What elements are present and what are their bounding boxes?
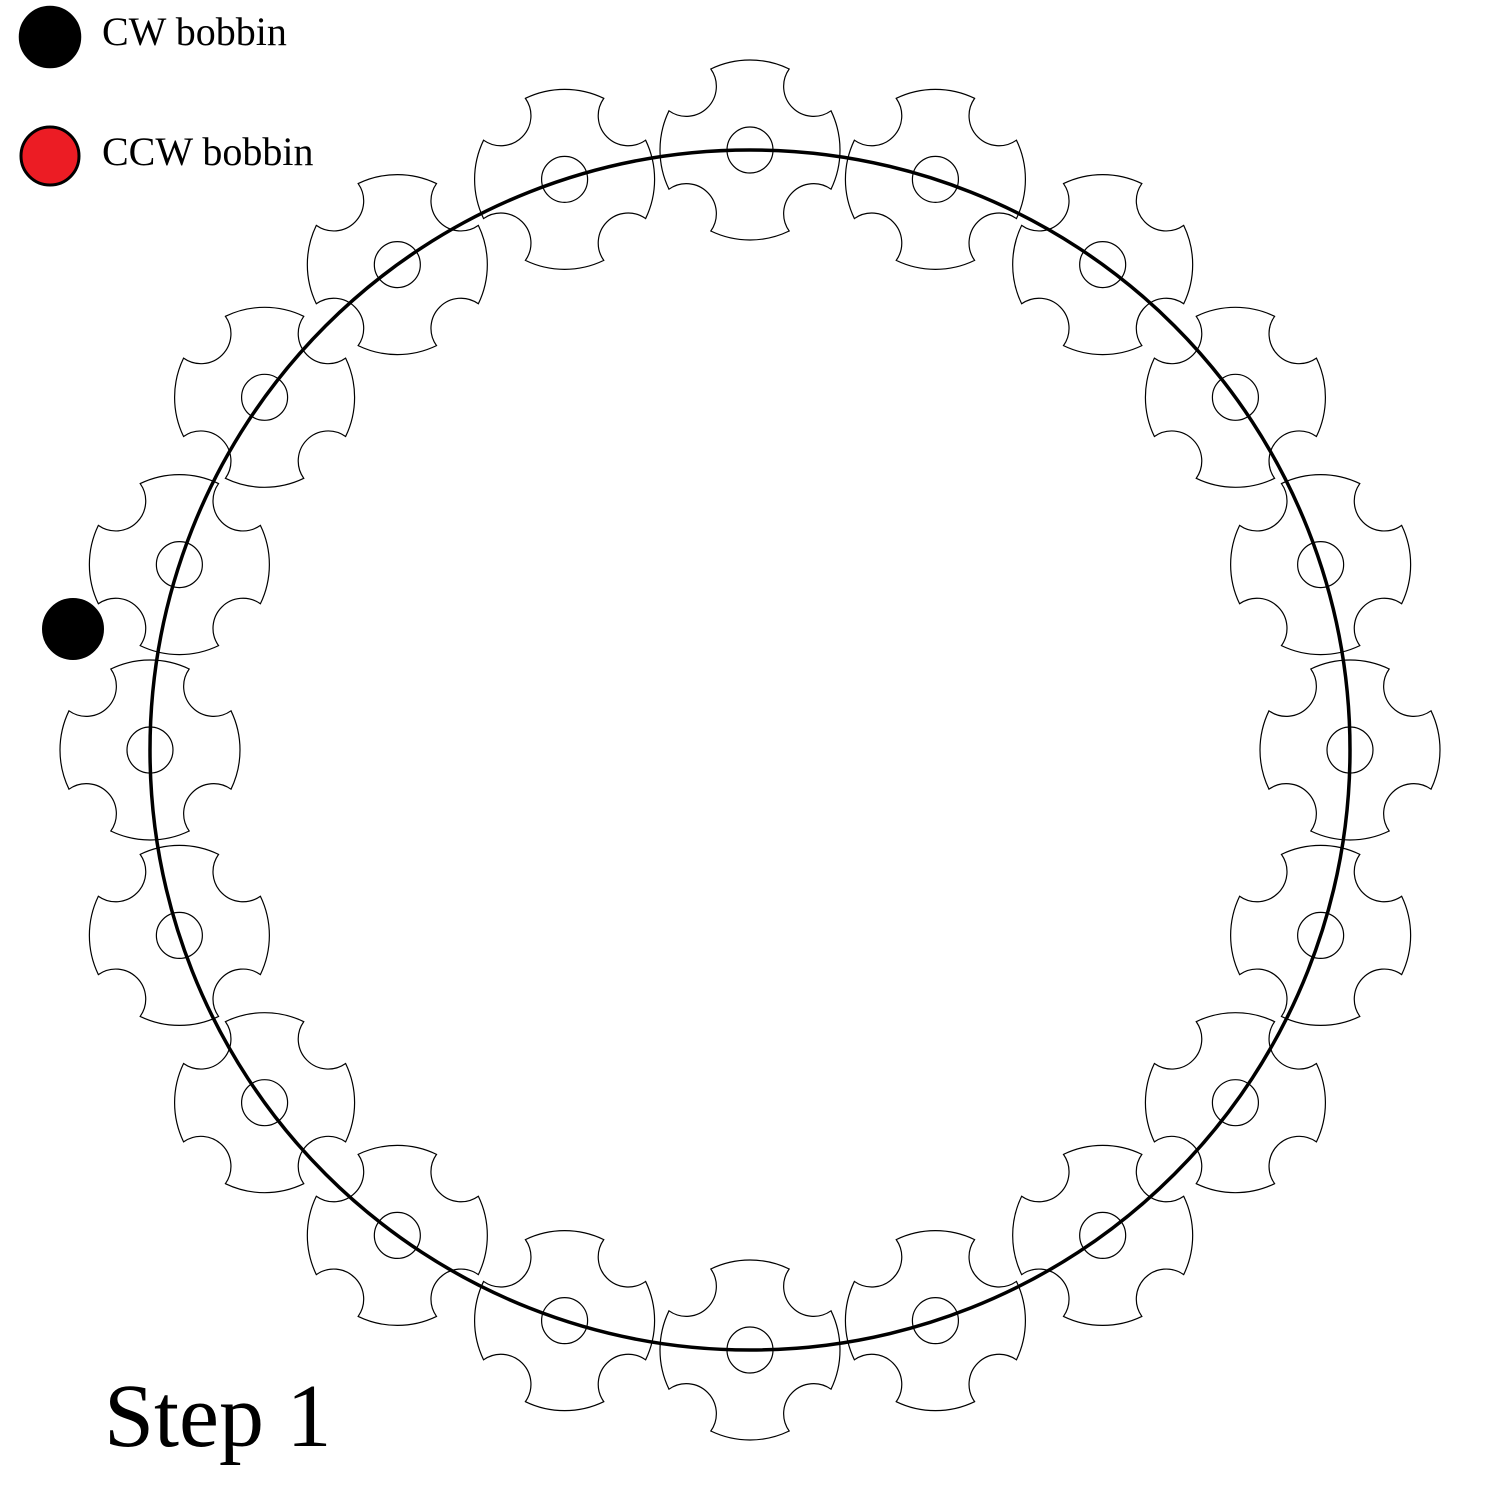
horn-gear <box>474 88 656 270</box>
horn-gear <box>59 659 241 841</box>
horn-gear <box>306 174 488 356</box>
horn-gear <box>844 1230 1026 1412</box>
horn-gear <box>306 1144 488 1326</box>
horn-gear-hub <box>1079 1211 1127 1260</box>
horn-gear-outline <box>174 1012 356 1194</box>
horn-gear <box>174 1012 356 1194</box>
horn-gear <box>1230 844 1412 1026</box>
horn-gear-hub <box>726 126 774 174</box>
horn-gear-outline <box>1144 306 1326 488</box>
horn-gear-hub <box>373 1211 421 1260</box>
horn-gear-hub <box>540 1297 589 1345</box>
horn-gear <box>474 1230 656 1412</box>
horn-gear-outline <box>1012 174 1194 356</box>
horn-gear-hub <box>240 1079 289 1127</box>
horn-gear-outline <box>88 474 270 656</box>
horn-gear-hub <box>911 155 960 203</box>
horn-gear <box>88 844 270 1026</box>
cw-bobbin-legend-label: CW bobbin <box>102 9 287 54</box>
horn-gear-hub <box>155 540 203 589</box>
horn-gear <box>1259 659 1441 841</box>
horn-gear-outline <box>306 1144 488 1326</box>
horn-gear <box>1012 1144 1194 1326</box>
horn-gear-outline <box>474 1230 656 1412</box>
step-label: Step 1 <box>104 1367 332 1466</box>
horn-gear-hub <box>911 1297 960 1345</box>
horn-gear-outline <box>1259 659 1441 841</box>
track-circle <box>148 148 1352 1352</box>
horn-gear <box>659 59 841 241</box>
horn-gear-outline <box>1012 1144 1194 1326</box>
horn-gear-hub <box>540 155 589 203</box>
horn-gear-outline <box>659 1259 841 1441</box>
horn-gear-outline <box>659 59 841 241</box>
horn-gear-outline <box>174 306 356 488</box>
horn-gear <box>1144 1012 1326 1194</box>
horn-gear-outline <box>1230 844 1412 1026</box>
horn-gear <box>174 306 356 488</box>
horn-gear-outline <box>306 174 488 356</box>
horn-gear-hub <box>1211 373 1260 421</box>
horn-gear-hub <box>1297 911 1345 960</box>
cw-bobbin-legend-dot <box>18 5 82 69</box>
horn-gear-hub <box>373 240 421 289</box>
horn-gear <box>1144 306 1326 488</box>
horn-gear-hub <box>726 1326 774 1374</box>
horn-gear-outline <box>88 844 270 1026</box>
horn-gear <box>1012 174 1194 356</box>
horn-gear <box>88 474 270 656</box>
horn-gear-hub <box>1326 726 1374 774</box>
cw-bobbin <box>42 598 104 660</box>
horn-gear-hub <box>1297 540 1345 589</box>
horn-gear-hub <box>126 726 174 774</box>
horn-gear-outline <box>1144 1012 1326 1194</box>
horn-gear-hub <box>1079 240 1127 289</box>
horn-gear-outline <box>844 1230 1026 1412</box>
horn-gear-hub <box>1211 1079 1260 1127</box>
horn-gear <box>1230 474 1412 656</box>
ccw-bobbin-legend-dot <box>19 125 81 187</box>
ccw-bobbin-legend-label: CCW bobbin <box>102 129 314 174</box>
horn-gear-outline <box>59 659 241 841</box>
horn-gear-outline <box>474 88 656 270</box>
horn-gear-outline <box>1230 474 1412 656</box>
horn-gear-hub <box>240 373 289 421</box>
horn-gear <box>659 1259 841 1441</box>
horn-gear-hub <box>155 911 203 960</box>
